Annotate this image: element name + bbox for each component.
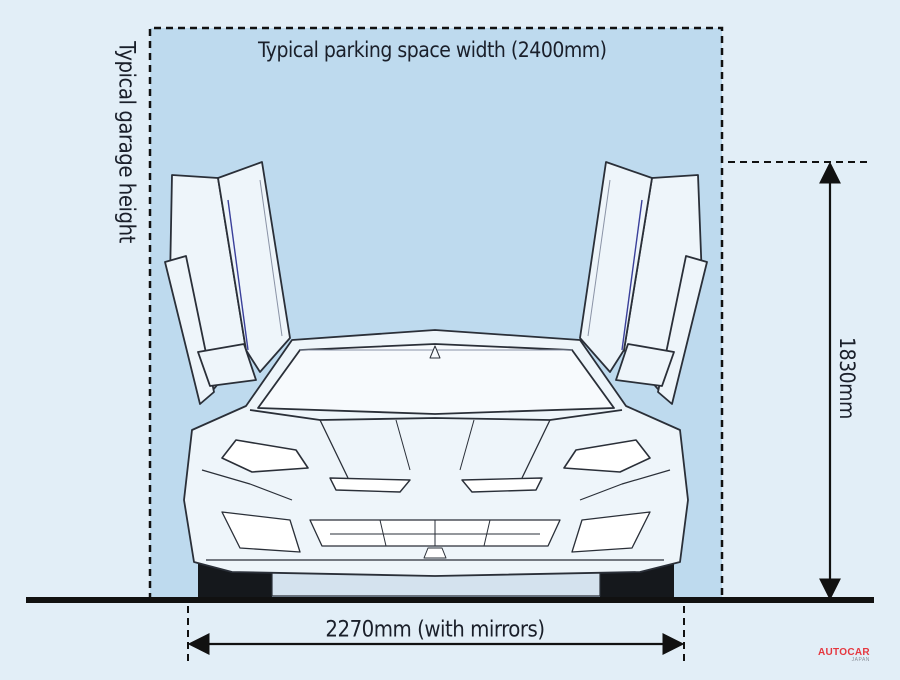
logo-region: JAPAN [851, 657, 870, 663]
garage-height-label: Typical garage height [113, 41, 139, 243]
parking-width-label: Typical parking space width (2400mm) [258, 38, 607, 62]
parking-space-outline [148, 26, 724, 600]
logo-name: AUTOCAR [818, 647, 870, 658]
car-front-illustration [164, 161, 708, 600]
ground-line [26, 597, 874, 603]
autocar-logo: AUTOCAR JAPAN [818, 648, 870, 663]
car-width-label: 2270mm (with mirrors) [325, 617, 545, 643]
car-height-label: 1830mm [835, 337, 859, 419]
